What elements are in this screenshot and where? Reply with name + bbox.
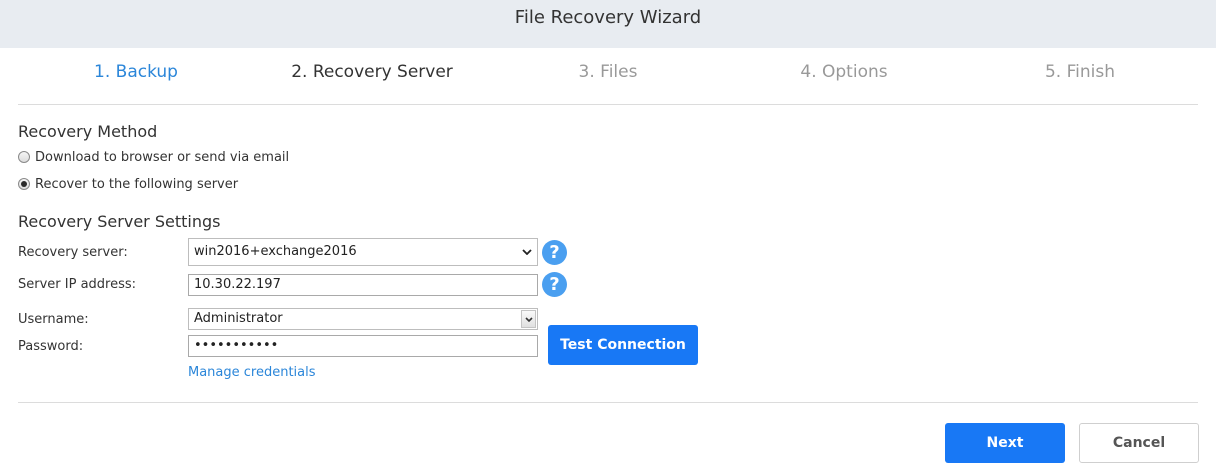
radio-download-browser[interactable]: Download to browser or send via email [18, 148, 289, 166]
username-select[interactable]: Administrator [188, 308, 538, 330]
help-icon[interactable]: ? [542, 272, 567, 297]
radio-label: Download to browser or send via email [35, 149, 290, 165]
password-input[interactable]: ••••••••••• [188, 335, 538, 357]
radio-button[interactable] [18, 151, 30, 163]
recovery-server-value: win2016+exchange2016 [194, 244, 357, 259]
radio-button[interactable] [18, 178, 30, 190]
step-backup[interactable]: 1. Backup [94, 62, 178, 82]
server-ip-label: Server IP address: [18, 277, 137, 292]
recovery-server-select[interactable]: win2016+exchange2016 [188, 238, 538, 266]
wizard-steps: 1. Backup 2. Recovery Server 3. Files 4.… [18, 62, 1198, 92]
chevron-down-icon [521, 239, 533, 265]
recovery-method-title: Recovery Method [18, 122, 158, 141]
recovery-server-label: Recovery server: [18, 245, 128, 260]
username-label: Username: [18, 312, 89, 327]
radio-recover-to-server[interactable]: Recover to the following server [18, 175, 238, 193]
server-settings-title: Recovery Server Settings [18, 212, 221, 231]
username-value: Administrator [194, 311, 283, 326]
step-files: 3. Files [578, 62, 638, 82]
step-recovery-server[interactable]: 2. Recovery Server [291, 62, 453, 82]
step-finish: 5. Finish [1044, 62, 1116, 82]
next-button[interactable]: Next [945, 423, 1065, 463]
wizard-title: File Recovery Wizard [0, 0, 1216, 48]
help-icon[interactable]: ? [542, 240, 567, 265]
footer-divider [18, 402, 1198, 403]
radio-label: Recover to the following server [35, 176, 239, 192]
test-connection-button[interactable]: Test Connection [548, 325, 698, 365]
cancel-button[interactable]: Cancel [1079, 423, 1199, 463]
steps-divider [18, 104, 1198, 105]
server-ip-input[interactable]: 10.30.22.197 [188, 274, 538, 296]
manage-credentials-link[interactable]: Manage credentials [188, 365, 316, 380]
step-options: 4. Options [800, 62, 888, 82]
password-label: Password: [18, 339, 84, 354]
chevron-down-icon [521, 310, 536, 328]
